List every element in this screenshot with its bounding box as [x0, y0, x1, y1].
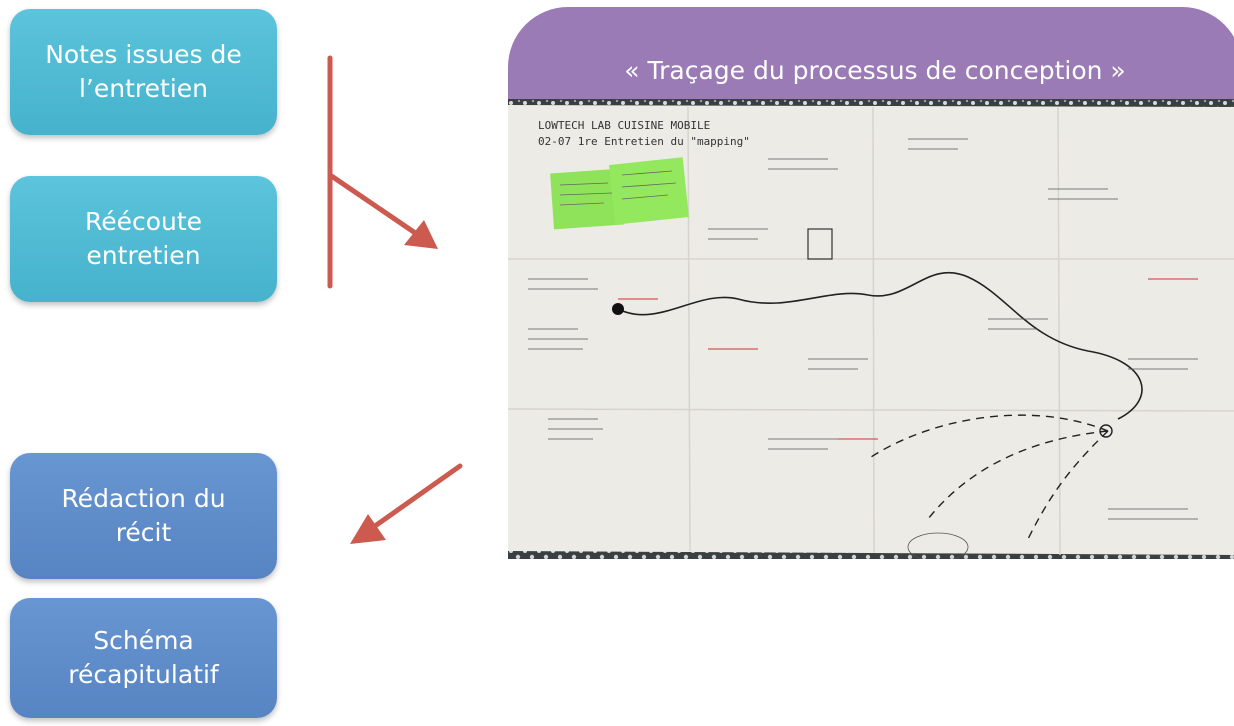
box-redaction-recit: Rédaction du récit: [10, 453, 277, 579]
arrow-to-redaction-head: [350, 514, 386, 544]
sticky-note-scribbles: [559, 170, 677, 206]
box-reecoute-label: Réécoute entretien: [84, 206, 203, 271]
photo-title-banner: « Traçage du processus de conception »: [508, 7, 1234, 99]
circled-note: [907, 532, 969, 559]
red-annotations: [618, 278, 1198, 440]
box-notes-entretien: Notes issues de l’entretien: [10, 9, 277, 135]
process-mapping-photo: LOWTECH LAB CUISINE MOBILE 02-07 1re Ent…: [508, 99, 1234, 559]
endpoint-drawing: [1099, 424, 1113, 438]
pot-drawing: [807, 228, 833, 260]
process-mapping-card: « Traçage du processus de conception »: [508, 7, 1234, 559]
box-notes-label: Notes issues de l’entretien: [45, 39, 242, 104]
handwritten-heading-line2: 02-07 1re Entretien du "mapping": [538, 135, 750, 148]
process-path: [617, 271, 1143, 420]
box-schema-recapitulatif: Schéma récapitulatif: [10, 598, 277, 718]
box-schema-label: Schéma récapitulatif: [68, 625, 219, 690]
dashed-branches: [867, 414, 1109, 540]
box-redaction-label: Rédaction du récit: [61, 483, 226, 548]
sticky-note-1: [550, 168, 624, 230]
mapping-sheet-illustration: LOWTECH LAB CUISINE MOBILE 02-07 1re Ent…: [508, 99, 1234, 559]
arrow-to-redaction: [355, 463, 463, 541]
arrow-to-photo-head: [404, 220, 438, 249]
sticky-note-2: [609, 157, 689, 225]
path-start-dot: [612, 303, 624, 315]
handwritten-annotations: [528, 138, 1198, 520]
arrow-to-photo: [327, 172, 433, 246]
photo-title: « Traçage du processus de conception »: [624, 56, 1126, 85]
handwritten-heading-line1: LOWTECH LAB CUISINE MOBILE: [538, 119, 710, 132]
box-reecoute-entretien: Réécoute entretien: [10, 176, 277, 302]
fold-lines: [508, 106, 1234, 556]
